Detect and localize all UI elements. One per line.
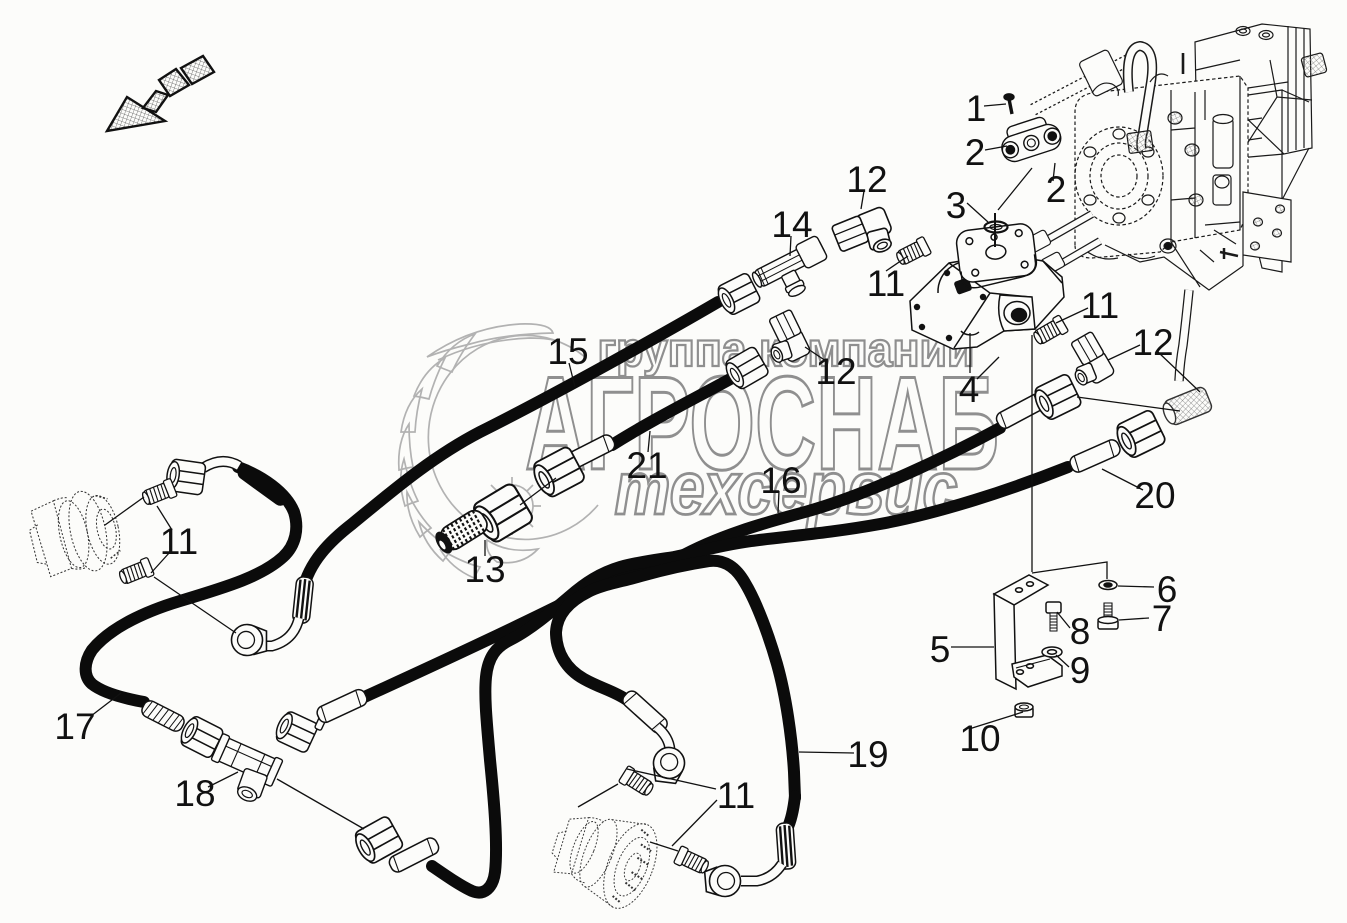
svg-text:12: 12 xyxy=(815,351,856,392)
svg-text:11: 11 xyxy=(160,521,198,562)
svg-text:11: 11 xyxy=(1081,285,1119,326)
svg-text:9: 9 xyxy=(1070,650,1091,691)
svg-text:11: 11 xyxy=(717,775,755,816)
svg-text:12: 12 xyxy=(846,159,887,200)
svg-text:3: 3 xyxy=(946,185,967,226)
svg-text:10: 10 xyxy=(959,718,1000,759)
svg-text:4: 4 xyxy=(959,369,980,410)
svg-text:12: 12 xyxy=(1132,322,1173,363)
svg-text:5: 5 xyxy=(930,629,951,670)
svg-text:17: 17 xyxy=(54,706,95,747)
svg-text:14: 14 xyxy=(771,204,812,245)
svg-text:16: 16 xyxy=(760,460,801,501)
svg-text:2: 2 xyxy=(1046,169,1067,210)
svg-text:18: 18 xyxy=(174,773,215,814)
svg-text:2: 2 xyxy=(965,132,986,173)
svg-text:19: 19 xyxy=(847,734,888,775)
svg-text:7: 7 xyxy=(1152,598,1173,639)
svg-text:20: 20 xyxy=(1134,475,1175,516)
svg-text:15: 15 xyxy=(547,331,588,372)
svg-text:11: 11 xyxy=(867,263,905,304)
svg-text:8: 8 xyxy=(1070,611,1091,652)
svg-text:6: 6 xyxy=(1157,569,1178,610)
svg-text:13: 13 xyxy=(464,549,505,590)
svg-text:21: 21 xyxy=(626,445,667,486)
svg-text:1: 1 xyxy=(966,88,987,129)
